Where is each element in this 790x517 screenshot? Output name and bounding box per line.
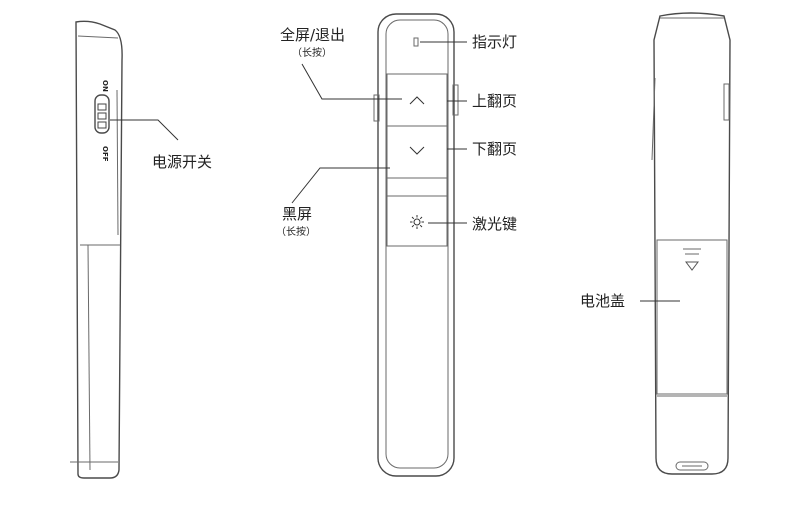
front-view: 全屏/退出 （长按） 指示灯 上翻页 下翻页 黑屏 （长按） 激光键	[276, 13, 517, 477]
front-inner	[385, 19, 449, 469]
power-switch[interactable]	[94, 94, 110, 134]
indicator-led	[413, 37, 419, 47]
lanyard-slot	[675, 461, 709, 471]
chevron-up-icon	[409, 96, 425, 105]
page-up-label: 上翻页	[472, 92, 517, 110]
blackscreen-sub: （长按）	[276, 225, 316, 238]
side-view: ON OFF 电源开关	[70, 20, 212, 479]
switch-off-label: OFF	[101, 146, 109, 162]
blackscreen-label: 黑屏	[282, 205, 312, 223]
side-edge-line	[116, 89, 119, 236]
power-switch-track[interactable]	[94, 94, 110, 134]
side-inner-line	[87, 244, 91, 471]
power-switch-leader	[110, 119, 179, 141]
chevron-down-icon	[409, 146, 425, 155]
power-switch-label: 电源开关	[152, 153, 212, 171]
blackscreen-leader	[291, 167, 390, 204]
back-view: 电池盖	[580, 12, 731, 475]
fullscreen-leader	[301, 63, 402, 100]
triangle-down-icon	[685, 261, 699, 271]
indicator-label: 指示灯	[472, 33, 517, 51]
switch-on-label: ON	[101, 80, 109, 92]
fullscreen-label: 全屏/退出	[280, 26, 345, 44]
front-body	[377, 13, 455, 477]
side-top-seam	[77, 35, 119, 39]
battery-cover-label: 电池盖	[580, 292, 625, 310]
back-body	[653, 12, 731, 475]
fullscreen-sub: （长按）	[292, 46, 332, 59]
laser-label: 激光键	[472, 215, 517, 233]
page-down-label: 下翻页	[472, 140, 517, 158]
battery-cover[interactable]	[656, 239, 728, 395]
sun-icon	[410, 215, 424, 229]
side-body	[75, 20, 123, 479]
laser-button[interactable]	[386, 195, 448, 247]
